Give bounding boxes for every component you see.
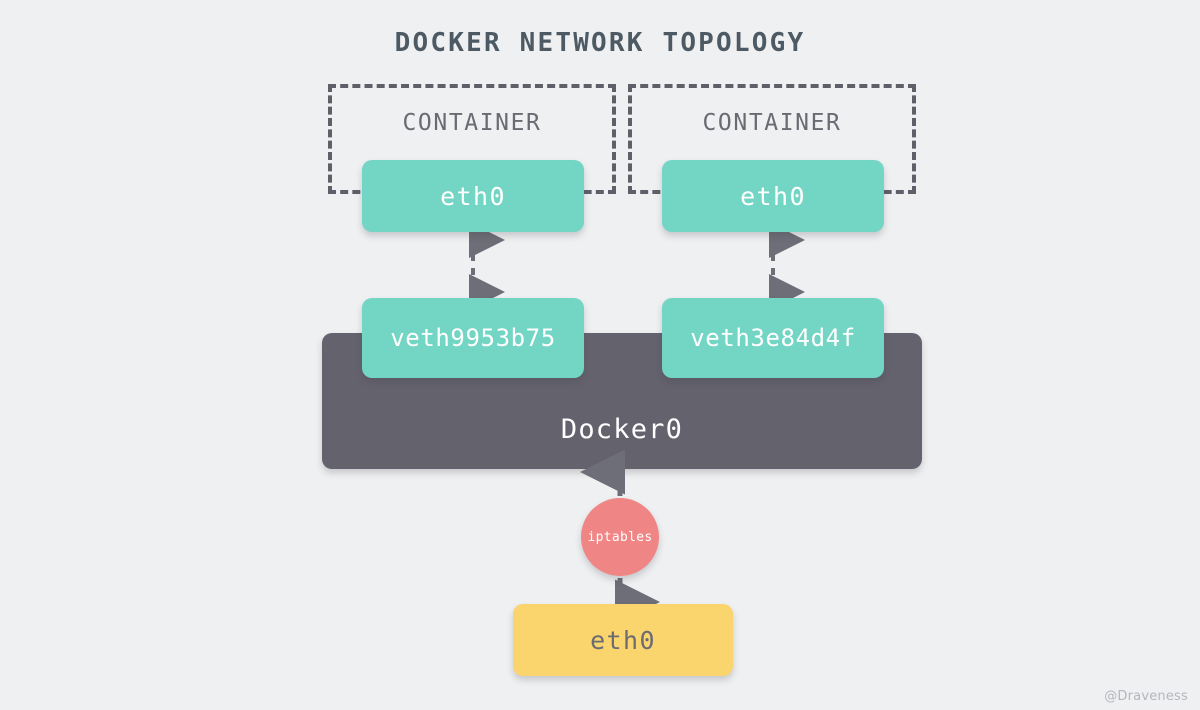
iptables-node: iptables: [581, 498, 659, 576]
watermark: @Draveness: [1104, 689, 1188, 704]
veth-node-right: veth3e84d4f: [662, 298, 884, 378]
page-title: DOCKER NETWORK TOPOLOGY: [394, 28, 806, 58]
docker0-bridge-label: Docker0: [560, 414, 684, 445]
host-eth0-node: eth0: [513, 604, 733, 676]
container-eth0-right: eth0: [662, 160, 884, 232]
veth-node-left: veth9953b75: [362, 298, 584, 378]
container-label-right: CONTAINER: [702, 110, 842, 136]
container-eth0-left: eth0: [362, 160, 584, 232]
container-label-left: CONTAINER: [402, 110, 542, 136]
